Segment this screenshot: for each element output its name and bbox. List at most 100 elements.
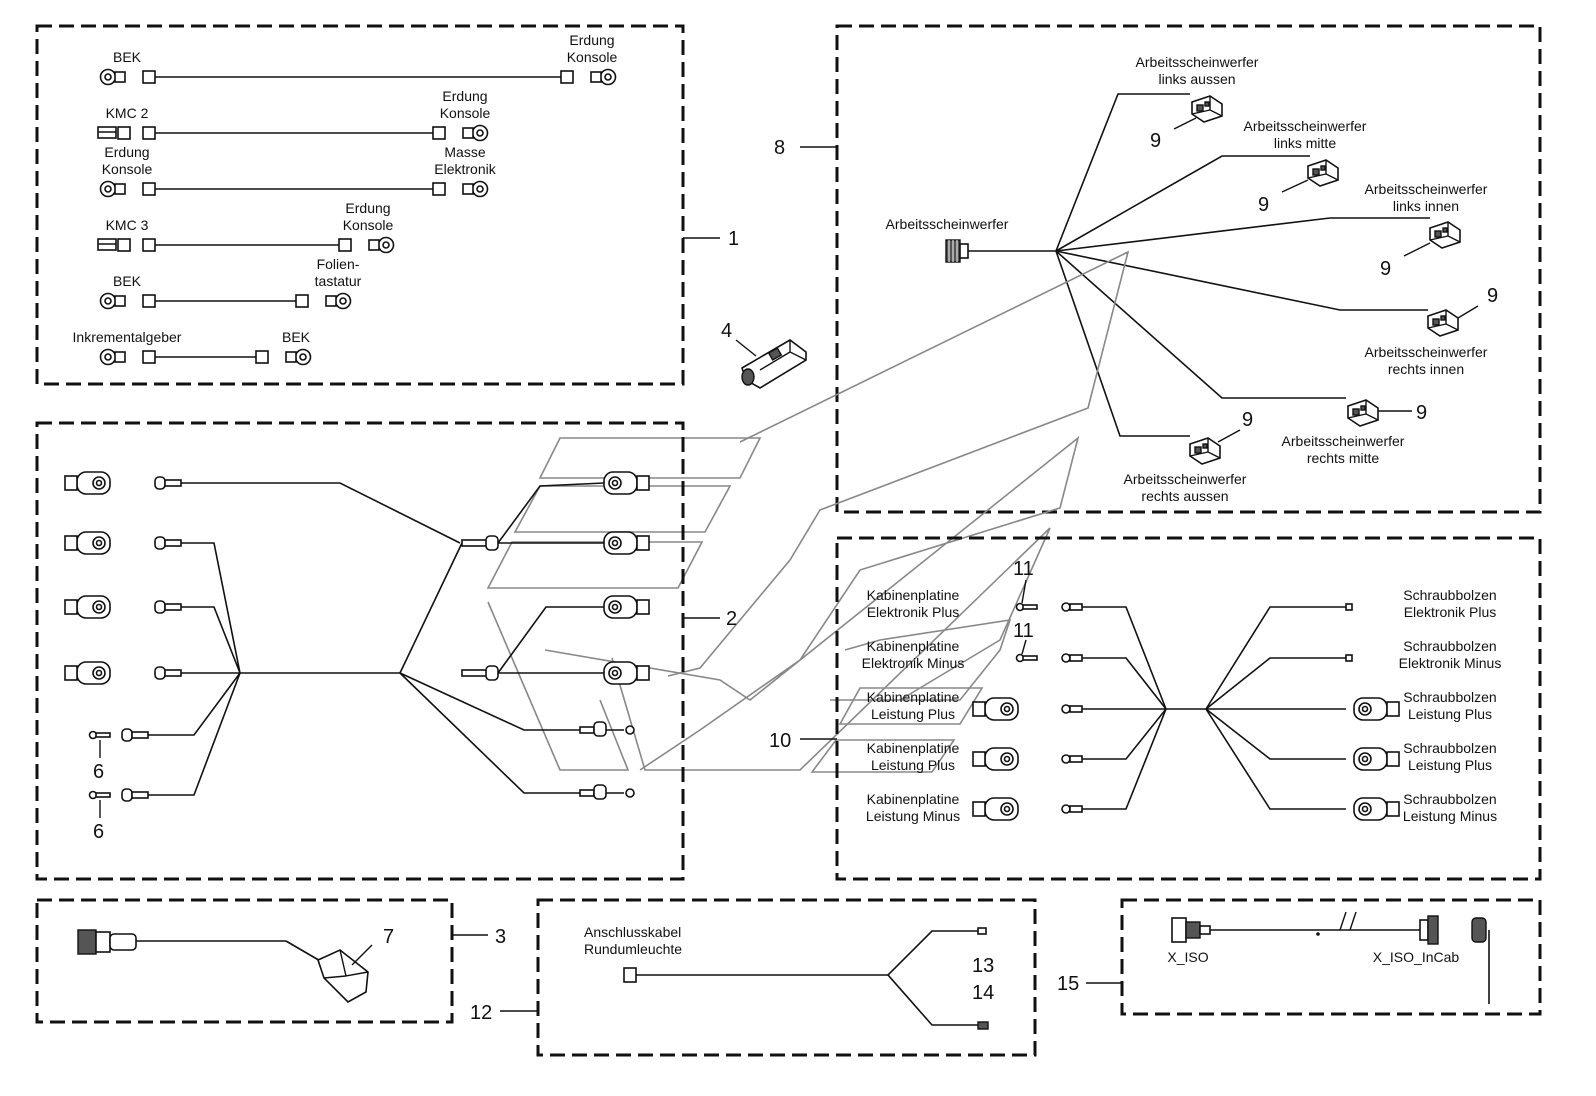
work-light-rechts-mitte: [1347, 399, 1379, 427]
part-6-number-2: 6: [93, 821, 104, 843]
part-13-number: 13: [972, 955, 994, 977]
cable-1-left-label: BEK: [113, 49, 142, 65]
right-label-4-line2: Leistung Plus: [1408, 757, 1492, 773]
group-8-frame: [835, 24, 1542, 514]
part-9-number-1: 9: [1150, 130, 1161, 152]
cable-5: BEK Folien- tastatur: [99, 256, 362, 310]
group-1-number: 1: [728, 228, 739, 250]
part-7-number: 7: [383, 926, 394, 948]
lamp-rechts-mitte-line2: rechts mitte: [1307, 450, 1380, 466]
lamp-rechts-innen-line1: Arbeitsscheinwerfer: [1365, 344, 1488, 360]
lamp-links-mitte-line1: Arbeitsscheinwerfer: [1244, 118, 1367, 134]
x-iso-incab-label: X_ISO_InCab: [1373, 949, 1460, 965]
lamp-rechts-innen-line2: rechts innen: [1388, 361, 1464, 377]
left-label-5-line1: Kabinenplatine: [867, 791, 960, 807]
cable-6: Inkrementalgeber BEK: [73, 329, 312, 366]
cable-3-right-label-line1: Masse: [444, 144, 485, 160]
right-label-4-line1: Schraubbolzen: [1403, 740, 1496, 756]
cable-2-right-label-line1: Erdung: [442, 88, 487, 104]
group-2-main-harness: 2: [35, 421, 737, 881]
beacon-cable-label-line1: Anschlusskabel: [584, 924, 681, 940]
cable-3: Erdung Konsole Masse Elektronik: [99, 144, 497, 198]
cable-4-left-label: KMC 3: [106, 217, 149, 233]
cable-5-right-label-line2: tastatur: [315, 273, 362, 289]
work-light-links-mitte: [1307, 159, 1339, 187]
cable-2-left-label: KMC 2: [106, 105, 149, 121]
part-9-number-6: 9: [1242, 409, 1253, 431]
branch-rechts-aussen: [1055, 250, 1190, 437]
lamp-links-innen-line1: Arbeitsscheinwerfer: [1365, 181, 1488, 197]
part-11-number-2: 11: [1013, 620, 1034, 642]
cable-3-right-label-line2: Elektronik: [434, 161, 496, 177]
cable-6-left-label: Inkrementalgeber: [73, 329, 182, 345]
group-10-frame: [835, 536, 1542, 881]
right-label-1-line1: Schraubbolzen: [1403, 587, 1496, 603]
cable-3-left-label-line2: Konsole: [102, 161, 153, 177]
lamp-rechts-mitte-line1: Arbeitsscheinwerfer: [1282, 433, 1405, 449]
group-3-adapter: 3 7: [35, 898, 506, 1024]
group-1-earth-cables: 1 BEK Erdung Konsole KMC 2 Erdung Konsol…: [35, 24, 739, 386]
cable-4-right-label-line2: Konsole: [343, 217, 394, 233]
cable-1-right-label-line1: Erdung: [569, 32, 614, 48]
group-1-frame: [35, 24, 685, 386]
work-light-rechts-innen: [1427, 309, 1459, 337]
cable-1-right-label-line2: Konsole: [567, 49, 618, 65]
work-light-source-label: Arbeitsscheinwerfer: [886, 216, 1009, 232]
part-4-number: 4: [721, 320, 732, 342]
right-label-2-line1: Schraubbolzen: [1403, 638, 1496, 654]
cable-6-right-label: BEK: [282, 329, 311, 345]
cable-4-right-label-line1: Erdung: [345, 200, 390, 216]
harness-routing-outline: [486, 250, 1130, 773]
work-light-links-aussen: [1191, 95, 1223, 123]
group-3-frame: [35, 898, 454, 1024]
work-light-rechts-aussen: [1189, 437, 1221, 465]
left-label-2-line2: Elektronik Minus: [862, 655, 965, 671]
branch-rechts-mitte: [1055, 250, 1346, 399]
cable-5-left-label: BEK: [113, 273, 142, 289]
branch-rechts-innen: [1055, 250, 1428, 311]
left-label-1-line1: Kabinenplatine: [867, 587, 960, 603]
right-label-2-line2: Elektronik Minus: [1399, 655, 1502, 671]
group-12-frame: [536, 898, 1037, 1057]
lamp-rechts-aussen-line2: rechts aussen: [1141, 488, 1228, 504]
group-15-frame: [1120, 898, 1542, 1016]
left-label-4-line1: Kabinenplatine: [867, 740, 960, 756]
left-label-3-line1: Kabinenplatine: [867, 689, 960, 705]
cable-4: KMC 3 Erdung Konsole: [97, 200, 395, 254]
x-iso-label: X_ISO: [1167, 949, 1208, 965]
left-label-5-line2: Leistung Minus: [866, 808, 960, 824]
part-4-connector: 4: [721, 320, 807, 389]
group-15-iso-cable: 15 X_ISO X_ISO_InCab: [1057, 898, 1542, 1016]
beacon-cable-label-line2: Rundumleuchte: [584, 941, 682, 957]
branch-links-innen: [1055, 217, 1430, 252]
left-label-4-line2: Leistung Plus: [871, 757, 955, 773]
group-10-number: 10: [769, 730, 791, 752]
part-14-number: 14: [972, 982, 994, 1004]
part-6-number-1: 6: [93, 761, 104, 783]
right-label-3-line2: Leistung Plus: [1408, 706, 1492, 722]
group-12-beacon-cable: 12 Anschlusskabel Rundumleuchte 13 14: [470, 898, 1037, 1057]
right-label-3-line1: Schraubbolzen: [1403, 689, 1496, 705]
left-label-1-line2: Elektronik Plus: [867, 604, 960, 620]
work-light-links-innen: [1429, 221, 1461, 249]
part-9-number-4: 9: [1487, 285, 1498, 307]
part-9-number-2: 9: [1258, 194, 1269, 216]
lamp-rechts-aussen-line1: Arbeitsscheinwerfer: [1124, 471, 1247, 487]
work-light-source-connector: Arbeitsscheinwerfer: [886, 216, 1009, 263]
group-10-cab-board-harness: 10 Kabinenplatine Elektronik Plus Kabine…: [769, 536, 1542, 881]
group-2-number: 2: [726, 608, 737, 630]
branch-links-mitte: [1055, 155, 1310, 252]
branch-links-aussen: [1055, 93, 1190, 252]
group-8-work-lights: 8 Arbeitsscheinwerfer 9 9 9 9: [774, 24, 1542, 514]
lamp-links-aussen-line2: links aussen: [1158, 71, 1235, 87]
part-9-number-3: 9: [1380, 258, 1391, 280]
lamp-links-mitte-line2: links mitte: [1274, 135, 1336, 151]
right-label-5-line1: Schraubbolzen: [1403, 791, 1496, 807]
cable-3-left-label-line1: Erdung: [104, 144, 149, 160]
right-label-5-line2: Leistung Minus: [1403, 808, 1497, 824]
part-9-number-5: 9: [1416, 402, 1427, 424]
group-2-frame: [35, 421, 685, 881]
lamp-links-innen-line2: links innen: [1393, 198, 1459, 214]
cable-2: KMC 2 Erdung Konsole: [97, 88, 491, 142]
